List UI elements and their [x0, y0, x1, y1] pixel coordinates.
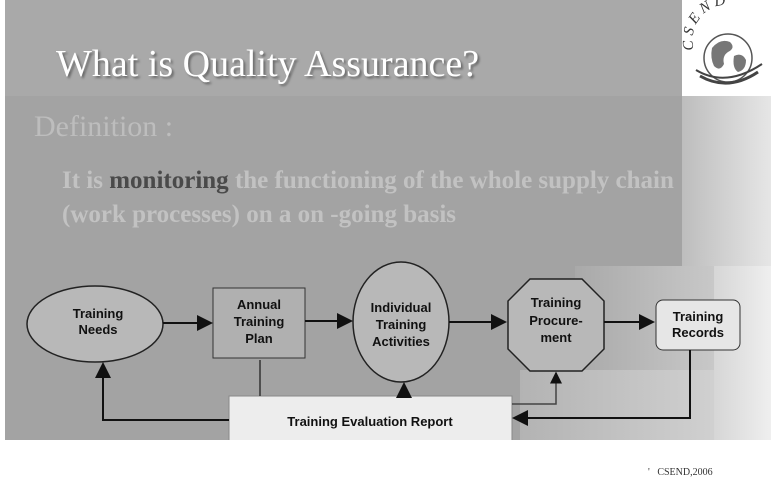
procurement-line3: ment: [540, 330, 572, 345]
title-band: [5, 0, 682, 96]
individual-activities-node: Individual Training Activities: [352, 261, 450, 383]
arrow-records-to-report: [512, 350, 691, 426]
training-needs-line2: Needs: [78, 322, 117, 337]
training-needs-line1: Training: [73, 306, 124, 321]
definition-prefix: It is: [62, 167, 110, 194]
decor-band-right: [682, 96, 771, 266]
arrow-report-to-needs: [95, 362, 229, 421]
individual-activities-line1: Individual: [371, 300, 432, 315]
annual-plan-node: Annual Training Plan: [212, 287, 306, 359]
training-needs-node: Training Needs: [26, 285, 164, 363]
page-title: What is Quality Assurance?: [56, 43, 480, 85]
records-line1: Training: [673, 309, 724, 324]
evaluation-report-label: Training Evaluation Report: [287, 414, 453, 429]
footer-band: [0, 440, 771, 482]
decor-band-right-lower: [714, 266, 771, 440]
records-node: Training Records: [655, 299, 741, 351]
annual-plan-line2: Training: [234, 314, 285, 329]
globe-logo-icon: CSEND: [680, 0, 763, 85]
procurement-node: Training Procure- ment: [507, 278, 605, 372]
procurement-line1: Training: [531, 295, 582, 310]
logo: CSEND: [680, 0, 771, 96]
evaluation-report-node: Training Evaluation Report: [228, 395, 513, 444]
annual-plan-line1: Annual: [237, 297, 281, 312]
annual-plan-line3: Plan: [245, 331, 273, 346]
definition-keyword: monitoring: [109, 167, 229, 194]
credit-mark: ': [648, 467, 650, 478]
copyright-credit: ' CSEND,2006: [648, 467, 713, 478]
individual-activities-line3: Activities: [372, 334, 430, 349]
feedback-arrows: [95, 350, 691, 426]
definition-rest: the functioning of the whole supply chai…: [62, 167, 674, 228]
flow-arrows: [163, 313, 655, 331]
credit-text: CSEND,2006: [657, 467, 713, 478]
arrow-report-to-procurement: [512, 371, 562, 405]
individual-activities-line2: Training: [376, 317, 427, 332]
records-line2: Records: [672, 325, 724, 340]
definition-heading: Definition :: [34, 110, 174, 143]
procurement-line2: Procure-: [529, 313, 582, 328]
definition-text: It is monitoring the functioning of the …: [62, 164, 712, 232]
